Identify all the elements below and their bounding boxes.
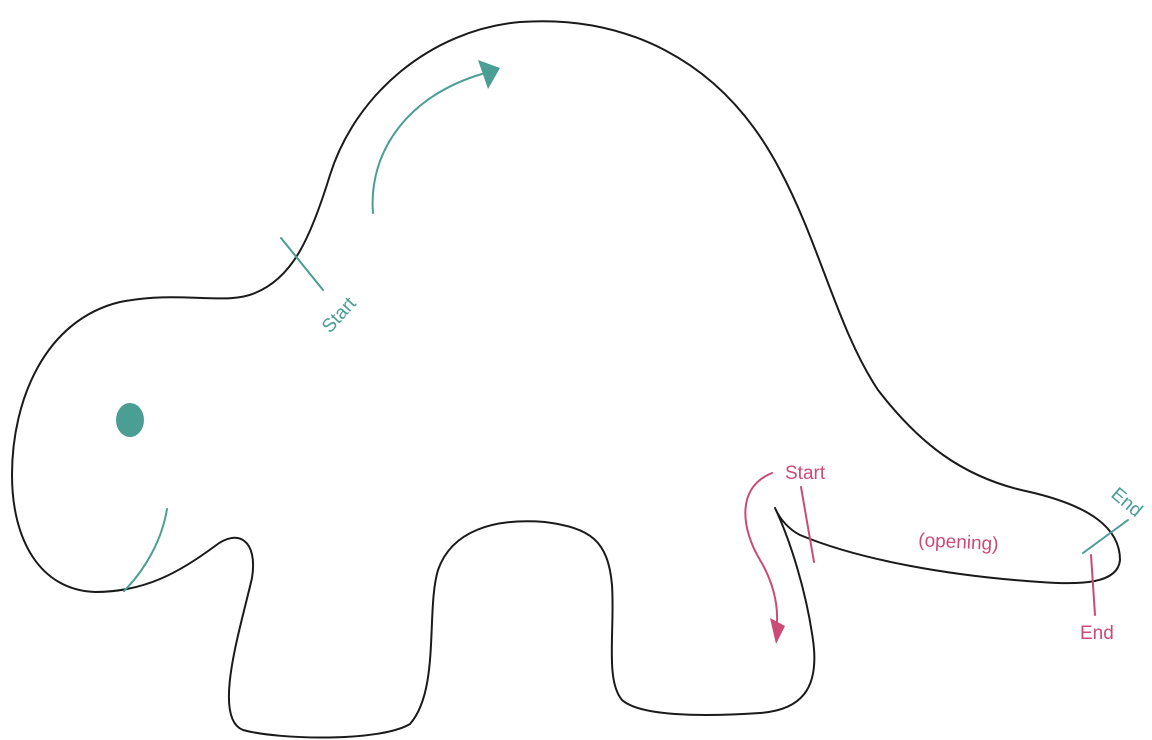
opening-label: (opening) — [918, 530, 999, 555]
teal-direction-arc — [373, 74, 482, 213]
eye-icon — [116, 403, 144, 437]
dinosaur-body-outline — [12, 21, 1120, 737]
pink-end-label: End — [1080, 623, 1114, 644]
pink-direction-arc — [745, 473, 777, 622]
pink-start-label: Start — [785, 463, 826, 484]
teal-end-tick — [1083, 520, 1128, 553]
teal-end-label: End — [1107, 484, 1146, 522]
teal-start-label: Start — [318, 293, 361, 337]
pink-end-tick — [1091, 555, 1095, 615]
pink-start-tick — [801, 487, 814, 562]
